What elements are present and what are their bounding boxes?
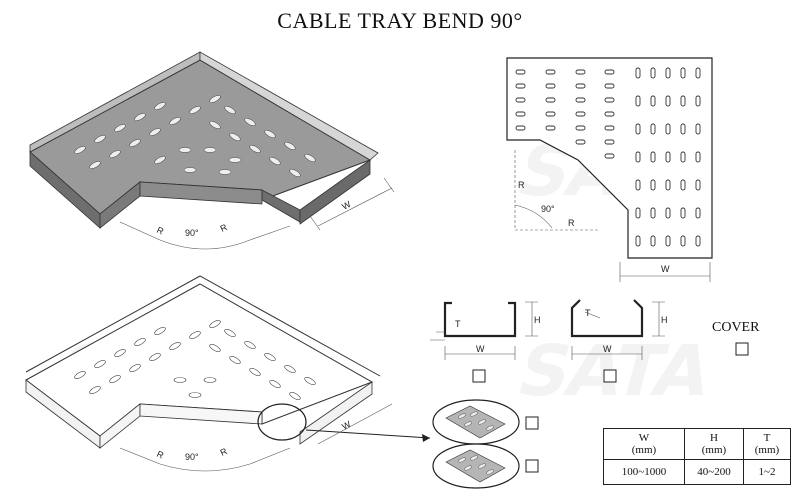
- bend-radius-label-2: R: [219, 222, 230, 234]
- plan-width-label: W: [661, 264, 670, 274]
- line-tray-3d: R 90° R W: [25, 275, 431, 472]
- cover-label: COVER: [712, 320, 760, 335]
- detail-2-checkbox[interactable]: [525, 459, 539, 473]
- cs2-thickness-label: T: [585, 308, 591, 318]
- spec-value-t: 1~2: [743, 459, 791, 485]
- spec-header-t: T(mm): [743, 428, 791, 460]
- width-label-shaded: W: [340, 199, 353, 212]
- detail-1-checkbox[interactable]: [525, 416, 539, 430]
- bend-radius-label-1: R: [155, 225, 166, 237]
- cross-section-2: T H W: [570, 299, 668, 360]
- plan-view: R 90° R W: [506, 57, 713, 282]
- spec-value-row: 100~1000 40~200 1~2: [603, 459, 791, 485]
- spec-value-w: 100~1000: [603, 459, 685, 485]
- line-tray-width-label: W: [340, 419, 353, 432]
- cs2-height-label: H: [661, 315, 668, 325]
- detail-oval-1: [432, 399, 520, 445]
- spec-table: W(mm) H(mm) T(mm) 100~1000 40~200 1~2: [603, 428, 791, 485]
- spec-header-w: W(mm): [603, 428, 685, 460]
- cs2-checkbox[interactable]: [603, 369, 617, 383]
- cs1-width-label: W: [476, 344, 485, 354]
- cs1-thickness-label: T: [455, 319, 461, 329]
- cs1-checkbox[interactable]: [472, 369, 486, 383]
- detail-highlight-circle: [257, 403, 307, 441]
- cover-checkbox[interactable]: [735, 342, 749, 356]
- cross-section-1: T H W: [430, 301, 541, 360]
- cs2-width-label: W: [603, 344, 612, 354]
- shaded-tray-3d: R 90° R W: [29, 51, 395, 250]
- line-tray-angle-label: 90°: [185, 452, 199, 462]
- plan-radius-label-vertical: R: [518, 180, 525, 190]
- spec-header-row: W(mm) H(mm) T(mm): [603, 428, 791, 460]
- spec-value-h: 40~200: [684, 459, 744, 485]
- plan-angle-label: 90°: [541, 204, 555, 214]
- line-tray-radius-label-1: R: [155, 449, 166, 461]
- detail-oval-2: [432, 443, 520, 489]
- line-tray-radius-label-2: R: [219, 446, 230, 458]
- bend-angle-label: 90°: [185, 228, 199, 238]
- diagram-title: CABLE TRAY BEND 90°: [277, 8, 523, 33]
- spec-header-h: H(mm): [684, 428, 744, 460]
- cs1-height-label: H: [534, 315, 541, 325]
- plan-radius-label-horizontal: R: [568, 218, 575, 228]
